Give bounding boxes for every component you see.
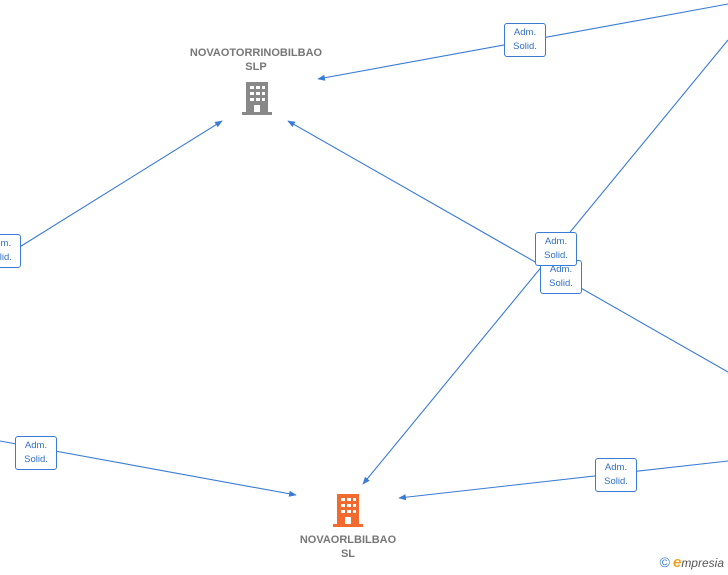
relation-badge[interactable]: Adm. Solid. [0, 234, 21, 268]
relation-badge[interactable]: Adm. Solid. [504, 23, 546, 57]
badge-role: Adm. [0, 238, 12, 249]
badge-role-type: Solid. [0, 252, 12, 263]
building-icon[interactable] [332, 492, 364, 528]
badge-role-type: Solid. [604, 476, 628, 487]
top-company-name: NOVAOTORRINOBILBAO [189, 47, 323, 59]
badge-role: Adm. [544, 236, 568, 247]
relation-badge[interactable]: Adm. Solid. [15, 436, 57, 470]
badge-role: Adm. [24, 440, 48, 451]
bottom-company-name: NOVAORLBILBAO [299, 534, 397, 546]
copyright-icon: © [659, 554, 670, 570]
relation-badge[interactable]: Adm. Solid. [535, 232, 577, 266]
empresia-logo-letter: e [672, 554, 682, 571]
badge-role-type: Solid. [544, 250, 568, 261]
badge-role: Adm. [604, 462, 628, 473]
badge-role-type: Solid. [549, 278, 573, 289]
edge-left-to-top-company [17, 120, 223, 249]
empresia-watermark: ©empresia [660, 554, 724, 571]
badge-role: Adm. [513, 27, 537, 38]
badge-role-type: Solid. [24, 454, 48, 465]
relation-badge[interactable]: Adm. Solid. [595, 458, 637, 492]
top-company-label[interactable]: NOVAOTORRINOBILBAO SLP [180, 46, 332, 74]
edge-right-to-bottom-company [398, 460, 728, 501]
top-company-type: SLP [245, 61, 267, 73]
empresia-brand: mpresia [681, 556, 724, 570]
building-icon[interactable] [241, 80, 273, 116]
bottom-company-type: SL [340, 548, 356, 560]
badge-role: Adm. [549, 264, 573, 275]
bottom-company-label[interactable]: NOVAORLBILBAO SL [272, 533, 424, 561]
badge-role-type: Solid. [513, 41, 537, 52]
edge-right-to-top-company [287, 120, 728, 373]
